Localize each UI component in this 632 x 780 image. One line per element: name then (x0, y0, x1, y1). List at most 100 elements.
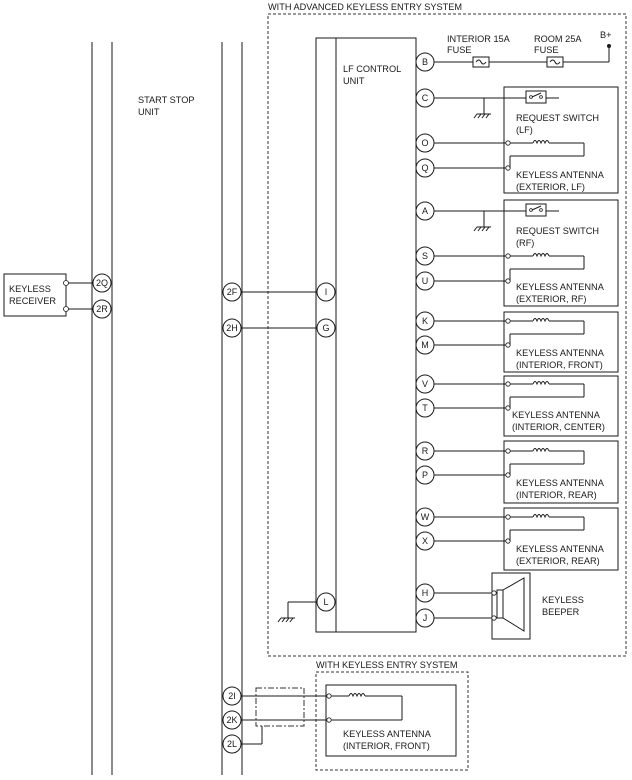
request-switch-rf-icon (518, 203, 559, 217)
antenna-ext-rf-label-2: (EXTERIOR, RF) (516, 294, 586, 304)
antenna-ext-rf-label-1: KEYLESS ANTENNA (516, 282, 605, 292)
pin-t (415, 398, 435, 418)
pin-j (415, 608, 435, 628)
pin-2q (92, 273, 112, 293)
pin-u-label: U (422, 276, 429, 286)
pin-g-label: G (322, 323, 329, 333)
pin-2f-label: 2F (227, 287, 238, 297)
pin-2k-label: 2K (226, 715, 237, 725)
antenna-int-center (503, 375, 619, 437)
pin-c-label: C (422, 93, 429, 103)
keyless-receiver-label-2: RECEIVER (9, 296, 56, 306)
pin-2h (222, 318, 242, 338)
pin-s-label: S (422, 251, 428, 261)
pin-2l (222, 734, 242, 754)
ground-icon (473, 113, 491, 119)
antenna-int-front-ke-label-2: (INTERIOR, FRONT) (343, 741, 430, 751)
interior-fuse-label-2: FUSE (447, 45, 472, 55)
antenna-int-front-ke-coil-icon (331, 693, 403, 721)
pin-m-label: M (421, 340, 429, 350)
keyless-beeper-label-1: KEYLESS (542, 595, 584, 605)
pin-x (415, 531, 435, 551)
antenna-int-rear-label-2: (INTERIOR, REAR) (516, 490, 597, 500)
pin-2r-label: 2R (96, 304, 108, 314)
pin-k-label: K (422, 316, 428, 326)
pin-j-label: J (423, 613, 428, 623)
request-switch-lf-label-1: REQUEST SWITCH (516, 113, 599, 123)
pin-2i-label: 2I (228, 691, 236, 701)
pin-q-label: Q (421, 163, 428, 173)
pin-a (415, 201, 435, 221)
request-switch-rf-label-2: (RF) (516, 238, 534, 248)
room-fuse-label-1: ROOM 25A (534, 34, 582, 44)
keyless-beeper-label-2: BEEPER (542, 607, 580, 617)
pin-2h-label: 2H (226, 323, 238, 333)
keyless-receiver-label-1: KEYLESS (9, 284, 51, 294)
pin-l (316, 592, 336, 612)
pin-s (415, 246, 435, 266)
pin-2f (222, 282, 242, 302)
antenna-int-front-label-1: KEYLESS ANTENNA (516, 348, 605, 358)
request-switch-lf-icon (518, 90, 559, 104)
antenna-int-rear-coil-icon (509, 448, 585, 475)
pin-l-label: L (323, 597, 328, 607)
interior-fuse-label-1: INTERIOR 15A (447, 34, 511, 44)
antenna-int-center-label-2: (INTERIOR, CENTER) (512, 422, 605, 432)
pin-b-label: B (422, 57, 428, 67)
pin-u (415, 271, 435, 291)
room-fuse-label-2: FUSE (534, 45, 559, 55)
antenna-int-front-label-2: (INTERIOR, FRONT) (516, 360, 603, 370)
keyless-entry-zone (315, 671, 469, 771)
antenna-ext-lf-label-2: (EXTERIOR, LF) (516, 182, 585, 192)
pin-2r (92, 299, 112, 319)
antenna-ext-rear (503, 507, 619, 571)
pin-m (415, 335, 435, 355)
antenna-ext-rf-coil-icon (509, 253, 585, 281)
start-stop-unit (91, 42, 243, 775)
start-stop-unit-label-2: UNIT (138, 107, 160, 117)
shielded-wire (255, 687, 305, 727)
pin-o (415, 133, 435, 153)
pin-w-label: W (421, 512, 430, 522)
lf-control-unit (315, 37, 417, 633)
antenna-int-rear-label-1: KEYLESS ANTENNA (516, 478, 605, 488)
request-switch-rf-antenna-ext-rf (503, 199, 619, 307)
ground-icon (473, 226, 491, 232)
start-stop-unit-label-1: START STOP (138, 95, 195, 105)
antenna-int-front-coil-icon (509, 318, 585, 345)
pin-p (415, 465, 435, 485)
pin-h-label: H (422, 588, 429, 598)
pin-x-label: X (422, 536, 428, 546)
pin-v-label: V (422, 379, 428, 389)
lf-control-unit-label-2: UNIT (343, 76, 365, 86)
battery-terminal-icon (607, 44, 611, 48)
battery-label: B+ (600, 30, 612, 40)
antenna-ext-lf-coil-icon (509, 140, 585, 168)
antenna-int-front (503, 311, 619, 373)
pin-2i (222, 686, 242, 706)
antenna-int-center-coil-icon (509, 381, 585, 408)
antenna-ext-rear-coil-icon (509, 514, 585, 541)
pin-t-label: T (422, 403, 428, 413)
pin-a-label: A (422, 206, 428, 216)
pin-o-label: O (421, 138, 428, 148)
antenna-ext-rear-label-1: KEYLESS ANTENNA (516, 544, 605, 554)
keyless-beeper-icon (491, 572, 531, 640)
pin-v (415, 374, 435, 394)
pin-2k (222, 710, 242, 730)
pin-b (415, 52, 435, 72)
pin-i-label: I (325, 287, 328, 297)
pin-c (415, 88, 435, 108)
request-switch-lf-antenna-ext-lf (503, 86, 619, 194)
pin-w (415, 507, 435, 527)
ground-icon (277, 617, 295, 623)
request-switch-lf-label-2: (LF) (516, 125, 533, 135)
antenna-int-center-label-1: KEYLESS ANTENNA (512, 410, 601, 420)
pin-q (415, 158, 435, 178)
pin-g (316, 318, 336, 338)
antenna-ext-rear-label-2: (EXTERIOR, REAR) (516, 556, 600, 566)
keyless-receiver (3, 273, 67, 317)
lf-control-unit-label-1: LF CONTROL (343, 64, 401, 74)
